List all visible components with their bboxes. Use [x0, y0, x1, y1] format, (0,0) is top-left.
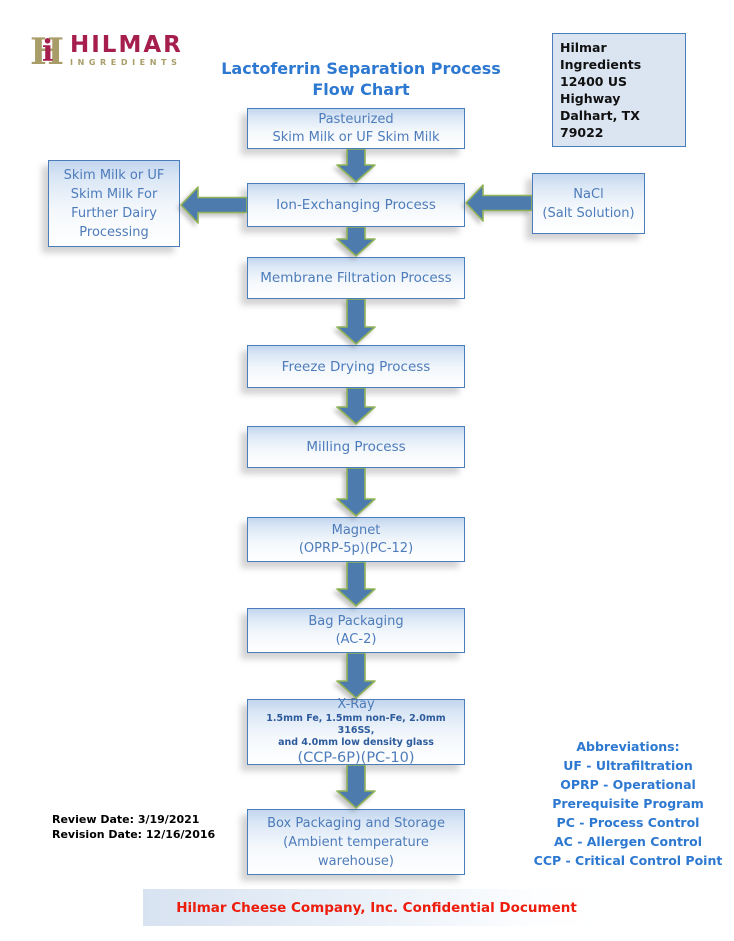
- flow-box-nacl: NaCl (Salt Solution): [532, 173, 645, 234]
- flow-arrow-down-5: [336, 468, 376, 517]
- flow-box-pasteurized-line1: Pasteurized: [318, 111, 394, 127]
- address-line1: Hilmar Ingredients: [560, 40, 642, 72]
- flow-box-box-packaging-line1: Box Packaging and Storage: [267, 815, 445, 831]
- flow-box-bag-line2: (AC-2): [335, 631, 377, 647]
- flow-box-xray-line2: 1.5mm Fe, 1.5mm non-Fe, 2.0mm 316SS,: [266, 712, 446, 736]
- monogram-h: H: [30, 31, 65, 73]
- flow-box-box-packaging-line2: (Ambient temperature: [283, 834, 429, 850]
- address-line3: Dalhart, TX 79022: [560, 108, 640, 140]
- flow-box-xray-line1: X-Ray: [337, 696, 375, 712]
- revision-date: Revision Date: 12/16/2016: [52, 828, 216, 841]
- abbreviation-item: UF - Ultrafiltration: [563, 758, 693, 773]
- abbreviation-item: AC - Allergen Control: [554, 834, 702, 849]
- flow-arrow-left-to-skim-output: [180, 186, 247, 224]
- flow-box-magnet-line2: (OPRP-5p)(PC-12): [298, 540, 414, 556]
- hilmar-monogram-icon: H i: [30, 33, 64, 71]
- flow-arrow-down-4: [336, 388, 376, 425]
- monogram-i: i: [42, 34, 54, 69]
- flow-box-magnet-line1: Magnet: [331, 522, 381, 538]
- flow-arrow-down-3: [336, 299, 376, 345]
- flow-arrow-down-8: [336, 765, 376, 809]
- page-title-line2: Flow Chart: [312, 80, 410, 99]
- flow-box-magnet: Magnet (OPRP-5p)(PC-12): [247, 517, 465, 562]
- revision-dates: Review Date: 3/19/2021 Revision Date: 12…: [52, 812, 215, 842]
- flow-box-milling: Milling Process: [247, 426, 465, 468]
- flow-box-box-packaging-line3: warehouse): [318, 853, 394, 869]
- flow-box-membrane-filtration: Membrane Filtration Process: [247, 257, 465, 299]
- abbreviations-title: Abbreviations:: [576, 739, 680, 754]
- logo-name: HILMAR: [70, 32, 183, 58]
- flow-arrow-down-1: [336, 149, 376, 183]
- flow-arrow-left-from-nacl: [465, 184, 532, 222]
- flow-box-membrane-label: Membrane Filtration Process: [260, 270, 452, 286]
- nacl-line1: NaCl: [573, 186, 604, 202]
- abbreviation-item: OPRP - Operational: [560, 777, 696, 792]
- review-date: Review Date: 3/19/2021: [52, 813, 200, 826]
- flow-box-bag-line1: Bag Packaging: [308, 613, 404, 629]
- flow-box-skim-milk-output: Skim Milk or UF Skim Milk For Further Da…: [48, 160, 180, 247]
- skim-out-line4: Processing: [79, 224, 149, 240]
- skim-out-line2: Skim Milk For: [70, 186, 158, 202]
- logo-wordmark: HILMAR INGREDIENTS: [70, 33, 183, 67]
- page-title: Lactoferrin Separation Process Flow Char…: [200, 58, 522, 100]
- flow-box-xray-line4: (CCP-6P)(PC-10): [297, 749, 415, 766]
- flow-arrow-down-6: [336, 562, 376, 607]
- abbreviation-item: CCP - Critical Control Point: [533, 853, 723, 868]
- abbreviation-item: PC - Process Control: [556, 815, 700, 830]
- flow-box-pasteurized: Pasteurized Skim Milk or UF Skim Milk: [247, 108, 465, 149]
- flow-arrow-down-7: [336, 653, 376, 699]
- confidential-footer-text: Hilmar Cheese Company, Inc. Confidential…: [176, 899, 577, 916]
- flow-box-freeze-drying: Freeze Drying Process: [247, 345, 465, 388]
- hilmar-logo: H i HILMAR INGREDIENTS: [30, 33, 183, 71]
- company-address-box: Hilmar Ingredients 12400 US Highway Dalh…: [552, 33, 686, 147]
- page-title-line1: Lactoferrin Separation Process: [221, 59, 501, 78]
- address-line2: 12400 US Highway: [560, 74, 627, 106]
- flow-box-pasteurized-line2: Skim Milk or UF Skim Milk: [272, 129, 440, 145]
- abbreviation-item: Prerequisite Program: [552, 796, 704, 811]
- flow-box-milling-label: Milling Process: [306, 439, 406, 455]
- flow-box-ion-exchanging-label: Ion-Exchanging Process: [276, 197, 436, 213]
- logo-tagline: INGREDIENTS: [70, 58, 182, 67]
- flow-box-xray-line3: and 4.0mm low density glass: [278, 736, 434, 748]
- flow-box-box-packaging: Box Packaging and Storage (Ambient tempe…: [247, 809, 465, 875]
- abbreviations-block: Abbreviations: UF - Ultrafiltration OPRP…: [524, 737, 732, 870]
- flow-box-freeze-label: Freeze Drying Process: [281, 358, 431, 375]
- confidential-footer: Hilmar Cheese Company, Inc. Confidential…: [143, 889, 610, 926]
- skim-out-line1: Skim Milk or UF: [63, 167, 165, 183]
- nacl-line2: (Salt Solution): [542, 205, 635, 221]
- flow-box-ion-exchanging: Ion-Exchanging Process: [247, 183, 465, 227]
- flow-arrow-down-2: [336, 227, 376, 257]
- skim-out-line3: Further Dairy: [71, 205, 157, 221]
- flow-box-bag-packaging: Bag Packaging (AC-2): [247, 608, 465, 653]
- flow-box-xray: X-Ray 1.5mm Fe, 1.5mm non-Fe, 2.0mm 316S…: [247, 696, 465, 766]
